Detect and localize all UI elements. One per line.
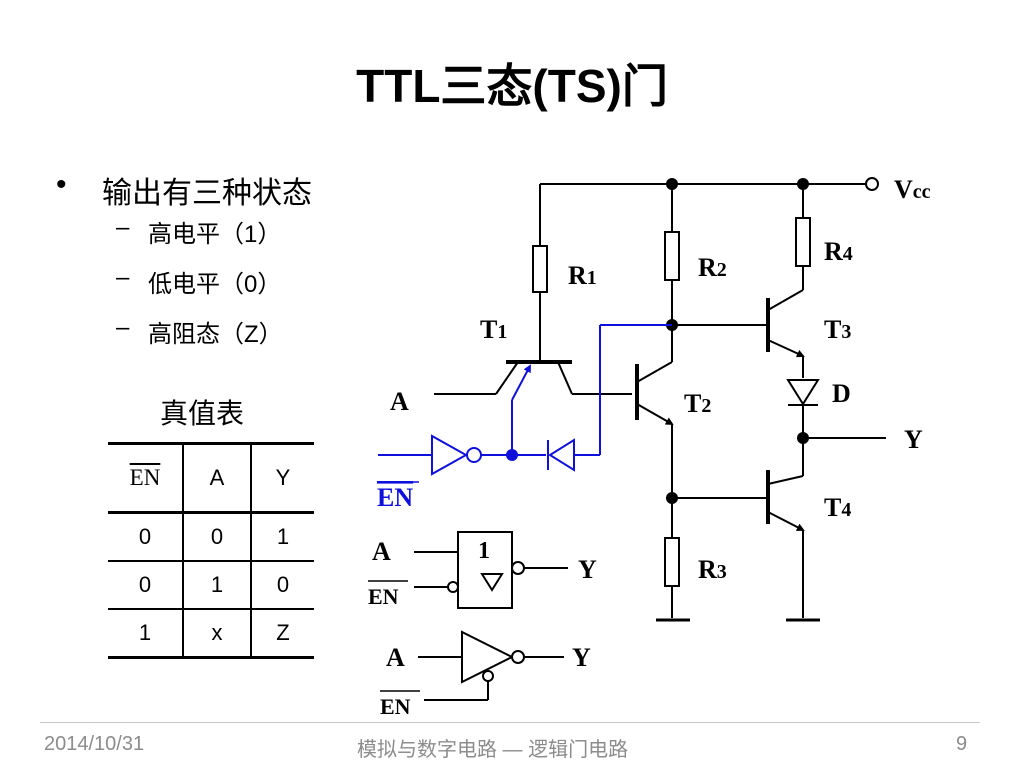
diode-label: D <box>832 379 851 408</box>
circuit-wires <box>434 183 886 622</box>
r1-label: R1 <box>568 261 597 290</box>
ansi-enable-label: EN <box>380 694 411 719</box>
tristate-triangle-icon <box>480 573 504 592</box>
table-row: 0 0 1 <box>108 512 314 561</box>
table-cell: Z <box>250 609 314 658</box>
table-cell: 0 <box>182 512 252 561</box>
sub-bullet-text: 高电平（1） <box>148 221 282 248</box>
junction-dots <box>666 178 809 504</box>
t4-label: T4 <box>824 493 851 522</box>
table-row: 0 1 0 <box>108 561 314 609</box>
vcc-label: Vcc <box>894 175 931 204</box>
enable-label: EN <box>377 483 413 512</box>
footer-date: 2014/10/31 <box>44 733 145 755</box>
sub-bullet-low: – 低电平（0） <box>56 264 312 314</box>
header-en: EN <box>108 443 184 513</box>
table-cell: x <box>182 609 252 658</box>
footer-divider <box>40 722 980 723</box>
sub-bullet-z: – 高阻态（Z） <box>56 314 312 364</box>
dash-icon: – <box>116 214 130 241</box>
table-cell: 0 <box>250 561 314 609</box>
truth-table: EN A Y 0 0 1 0 1 0 1 x Z <box>108 442 314 659</box>
table-header-row: EN A Y <box>108 443 314 513</box>
iec-tristate-symbol: 1 A EN Y <box>368 531 597 609</box>
t2-label: T2 <box>684 389 711 418</box>
bullet-dot-icon: • <box>56 168 67 201</box>
table-cell: 0 <box>108 512 184 561</box>
enable-junction-dot <box>506 449 518 461</box>
ansi-input-label: A <box>386 643 405 672</box>
r2-label: R2 <box>698 253 727 282</box>
ansi-tristate-symbol: A EN Y <box>380 630 591 719</box>
table-cell: 1 <box>250 512 314 561</box>
table-row: 1 x Z <box>108 609 314 658</box>
footer-course: 模拟与数字电路 — 逻辑门电路 <box>357 739 629 761</box>
footer-page-number: 9 <box>956 733 968 755</box>
table-cell: 0 <box>108 561 184 609</box>
vcc-terminal <box>865 177 879 191</box>
r3-label: R3 <box>698 555 727 584</box>
bullet-main: • 输出有三种状态 <box>56 168 312 214</box>
dash-icon: – <box>116 264 130 291</box>
t1-label: T1 <box>480 315 507 344</box>
sub-bullet-text: 低电平（0） <box>148 271 282 298</box>
t3-label: T3 <box>824 315 851 344</box>
table-cell: 1 <box>108 609 184 658</box>
header-y: Y <box>250 443 314 513</box>
dash-icon: – <box>116 314 130 341</box>
r4-label: R4 <box>824 237 853 266</box>
ansi-output-label: Y <box>572 643 591 672</box>
sub-bullet-text: 高阻态（Z） <box>148 321 283 348</box>
sub-bullet-high: – 高电平（1） <box>56 214 312 264</box>
bullet-text: 输出有三种状态 <box>102 177 312 210</box>
slide-title: TTL三态(TS)门 <box>356 60 668 112</box>
bullet-list: • 输出有三种状态 – 高电平（1） – 低电平（0） – 高阻态（Z） <box>56 168 312 364</box>
table-cell: 1 <box>182 561 252 609</box>
header-a: A <box>182 443 252 513</box>
iec-label: 1 <box>478 538 490 564</box>
input-a-label: A <box>390 387 409 416</box>
enable-path <box>378 324 672 476</box>
iec-input-label: A <box>372 537 391 566</box>
iec-output-label: Y <box>578 555 597 584</box>
iec-enable-label: EN <box>368 584 399 609</box>
truth-table-title: 真值表 <box>160 398 245 429</box>
output-y-label: Y <box>904 425 923 454</box>
